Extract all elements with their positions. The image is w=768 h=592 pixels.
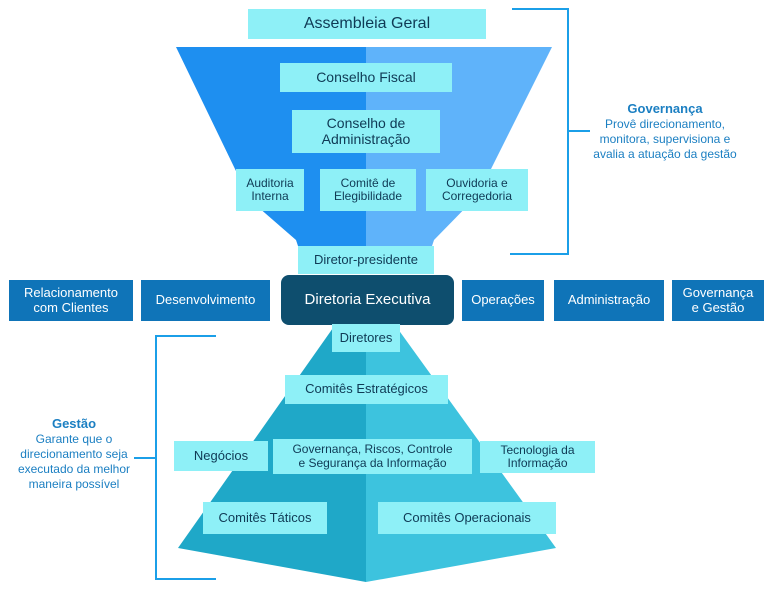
management-note-title: Gestão [51, 416, 97, 431]
box-administracao: Administração [554, 280, 664, 321]
box-operacoes: Operações [462, 280, 544, 321]
management-note: Gestão Garante que o direcionamento seja… [6, 416, 142, 492]
box-relacionamento-clientes: Relacionamento com Clientes [9, 280, 133, 321]
governance-note: Governança Provê direcionamento, monitor… [580, 101, 750, 162]
box-diretor-presidente: Diretor-presidente [298, 246, 434, 274]
box-negocios: Negócios [174, 441, 268, 471]
governance-note-text: Provê direcionamento, monitora, supervis… [593, 117, 737, 161]
governance-bracket [510, 8, 569, 255]
box-governanca-gestao: Governança e Gestão [672, 280, 764, 321]
box-comites-taticos: Comitês Táticos [203, 502, 327, 534]
box-tecnologia-informacao: Tecnologia da Informação [480, 441, 595, 473]
governance-note-title: Governança [627, 101, 703, 116]
box-comite-elegibilidade: Comitê de Elegibilidade [320, 169, 416, 211]
box-assembleia-geral: Assembleia Geral [248, 9, 486, 39]
box-governanca-riscos: Governança, Riscos, Controle e Segurança… [273, 439, 472, 474]
box-diretores: Diretores [332, 324, 400, 352]
box-ouvidoria-corregedoria: Ouvidoria e Corregedoria [426, 169, 528, 211]
box-comites-estrategicos: Comitês Estratégicos [285, 375, 448, 404]
box-comites-operacionais: Comitês Operacionais [378, 502, 556, 534]
management-note-text: Garante que o direcionamento seja execut… [17, 432, 131, 491]
box-conselho-fiscal: Conselho Fiscal [280, 63, 452, 92]
governance-funnel-left [176, 47, 366, 258]
box-auditoria-interna: Auditoria Interna [236, 169, 304, 211]
box-conselho-administracao: Conselho de Administração [292, 110, 440, 153]
box-desenvolvimento: Desenvolvimento [141, 280, 270, 321]
box-diretoria-executiva: Diretoria Executiva [281, 275, 454, 325]
